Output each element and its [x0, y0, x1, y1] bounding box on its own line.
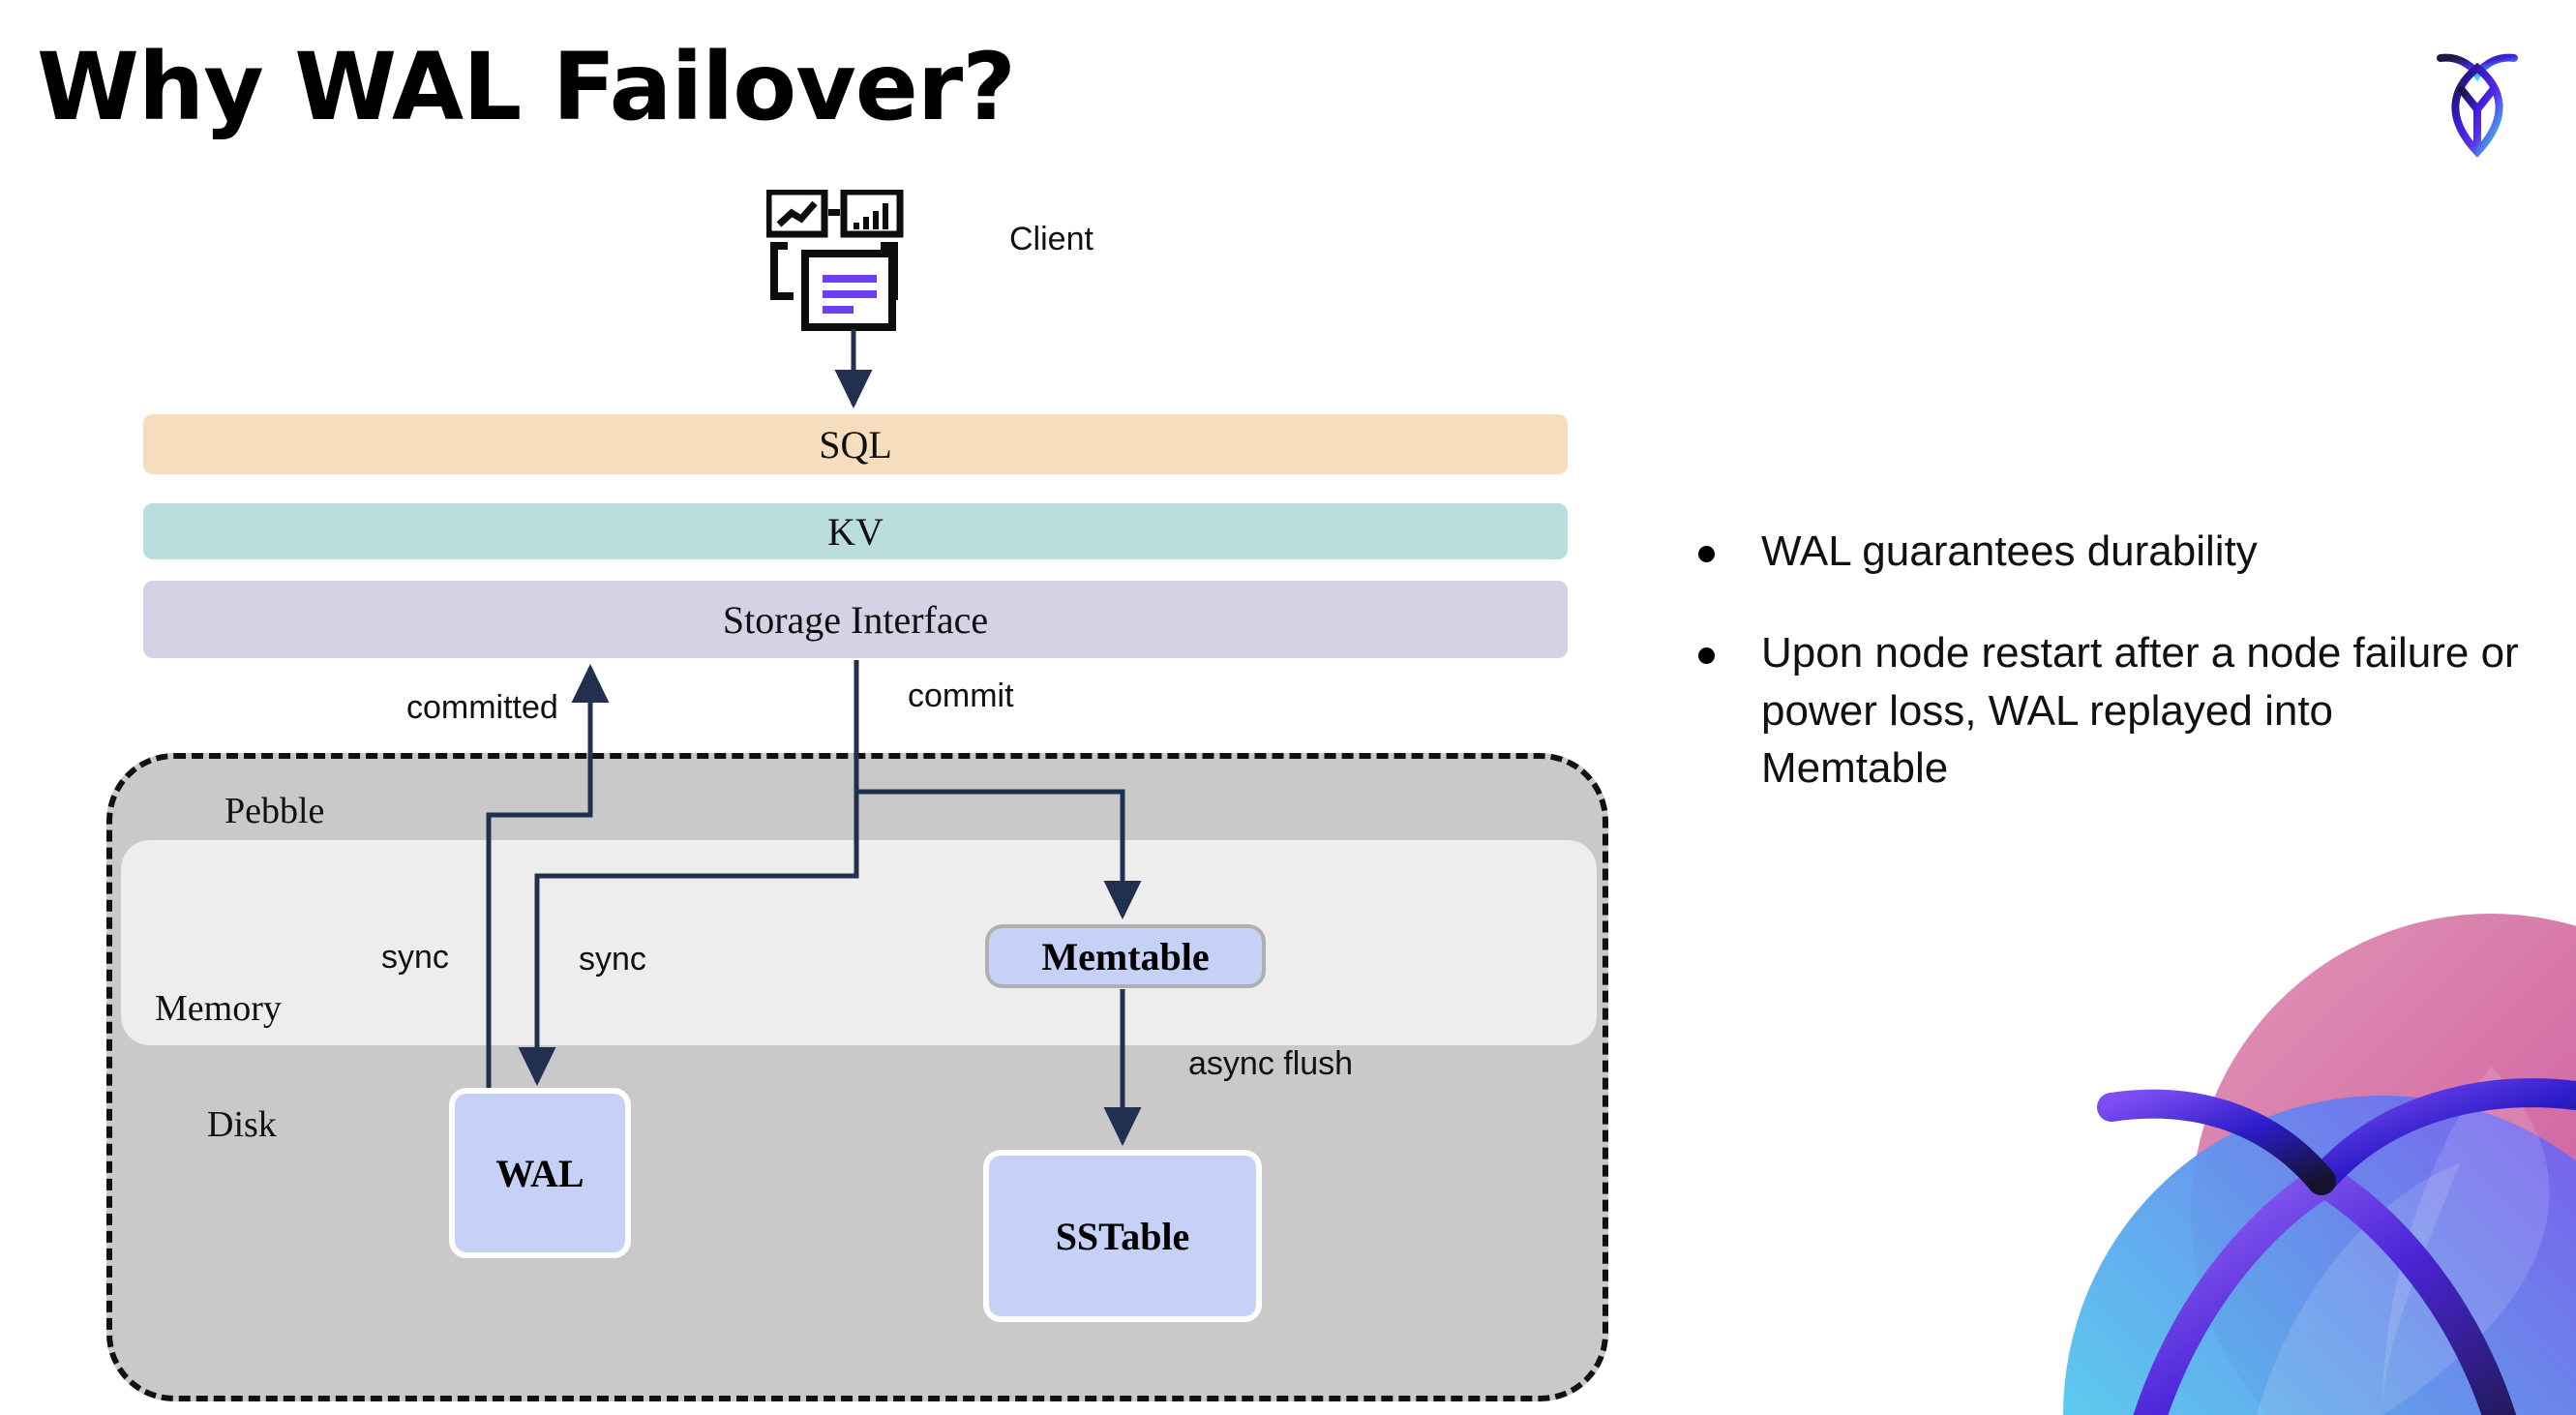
cockroach-labs-logo-icon	[2410, 34, 2545, 169]
node-sstable-label: SSTable	[1055, 1214, 1190, 1258]
edge-label-sync-right: sync	[579, 941, 646, 978]
layer-storage-label: Storage Interface	[722, 597, 989, 642]
bullet-list: WAL guarantees durability Upon node rest…	[1698, 523, 2531, 842]
diagram-edges	[486, 329, 1142, 1147]
bullet-dot-icon	[1698, 546, 1715, 562]
memory-label: Memory	[155, 988, 282, 1029]
node-sstable: SSTable	[983, 1150, 1262, 1322]
list-item: Upon node restart after a node failure o…	[1698, 624, 2531, 797]
client-dashboard-icon	[764, 188, 937, 333]
node-memtable: Memtable	[985, 924, 1266, 988]
page-title: Why WAL Failover?	[37, 33, 1016, 141]
cockroach-labs-decorative-mark-icon	[1841, 873, 2576, 1415]
node-memtable-label: Memtable	[1041, 934, 1210, 978]
pebble-label: Pebble	[225, 791, 325, 831]
layer-sql: SQL	[143, 414, 1568, 474]
edge-label-sync-left: sync	[381, 939, 449, 976]
edge-label-committed: committed	[406, 689, 558, 726]
edge-label-async-flush: async flush	[1188, 1045, 1354, 1082]
layer-kv: KV	[143, 503, 1568, 559]
list-item: WAL guarantees durability	[1698, 523, 2531, 580]
layer-sql-label: SQL	[819, 422, 892, 467]
node-wal-label: WAL	[495, 1151, 584, 1195]
layer-storage-interface: Storage Interface	[143, 581, 1568, 658]
disk-label: Disk	[207, 1104, 277, 1145]
client-label: Client	[1009, 221, 1093, 257]
bullet-text: WAL guarantees durability	[1761, 527, 2258, 575]
node-wal: WAL	[449, 1088, 631, 1258]
architecture-diagram: Client SQL KV Storage Interface Pebble M…	[106, 188, 1608, 1401]
bullet-text: Upon node restart after a node failure o…	[1761, 629, 2519, 793]
edge-label-commit: commit	[908, 677, 1014, 714]
bullet-dot-icon	[1698, 647, 1715, 665]
layer-kv-label: KV	[827, 509, 884, 554]
